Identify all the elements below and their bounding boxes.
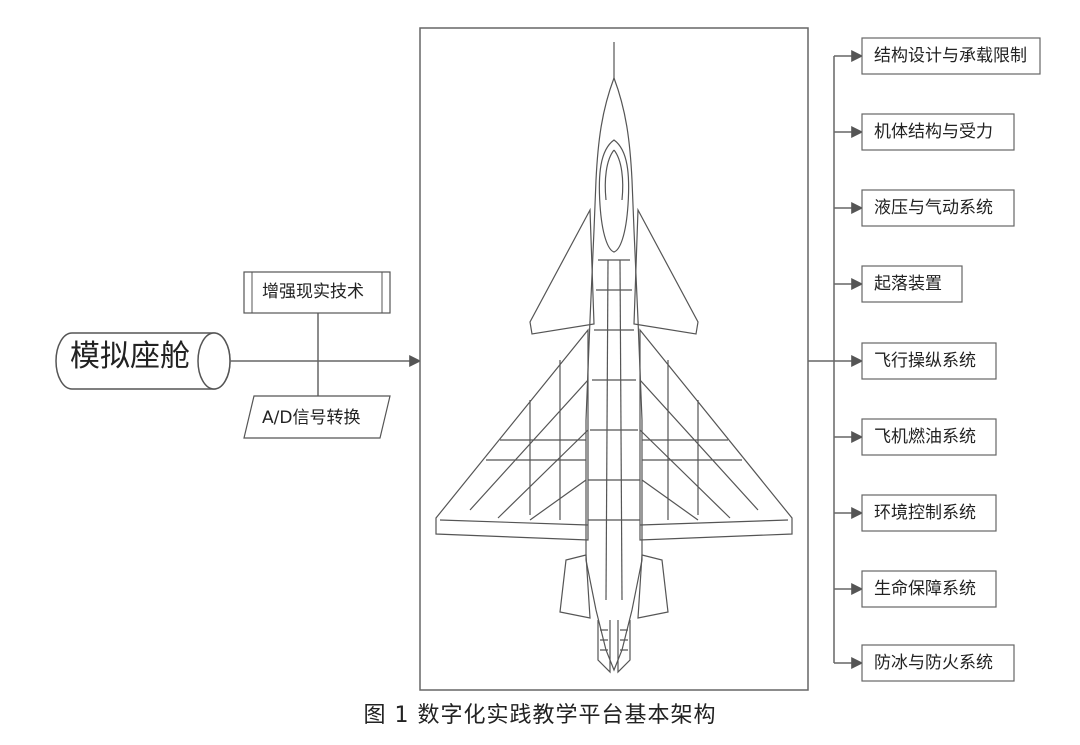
system-box-1 bbox=[861, 37, 1041, 75]
system-label-2: 机体结构与受力 bbox=[874, 122, 993, 142]
system-box-9 bbox=[861, 644, 1015, 682]
ar-tech-box bbox=[243, 271, 391, 314]
cockpit-label: 模拟座舱 bbox=[70, 339, 190, 374]
system-box-4 bbox=[861, 265, 963, 303]
aircraft-frame bbox=[419, 27, 809, 691]
system-box-5 bbox=[861, 342, 997, 380]
system-label-6: 飞机燃油系统 bbox=[874, 427, 976, 447]
system-label-4: 起落装置 bbox=[874, 274, 942, 294]
system-box-7 bbox=[861, 494, 997, 532]
system-label-3: 液压与气动系统 bbox=[874, 198, 993, 218]
cockpit-cylinder bbox=[55, 332, 231, 390]
system-label-1: 结构设计与承载限制 bbox=[874, 46, 1027, 66]
system-box-8 bbox=[861, 570, 997, 608]
system-box-6 bbox=[861, 418, 997, 456]
ad-conversion-box bbox=[243, 395, 391, 439]
system-box-2 bbox=[861, 113, 1015, 151]
ar-tech-label: 增强现实技术 bbox=[262, 282, 364, 302]
jet-aircraft-illustration bbox=[435, 42, 793, 674]
system-label-7: 环境控制系统 bbox=[874, 503, 976, 523]
systems-connectors bbox=[808, 50, 864, 669]
system-label-8: 生命保障系统 bbox=[874, 579, 976, 599]
system-label-9: 防冰与防火系统 bbox=[874, 653, 993, 673]
ad-conversion-label: A/D信号转换 bbox=[262, 408, 361, 428]
system-box-3 bbox=[861, 189, 1015, 227]
system-label-5: 飞行操纵系统 bbox=[874, 351, 976, 371]
figure-caption: 图 1 数字化实践教学平台基本架构 bbox=[363, 703, 717, 728]
